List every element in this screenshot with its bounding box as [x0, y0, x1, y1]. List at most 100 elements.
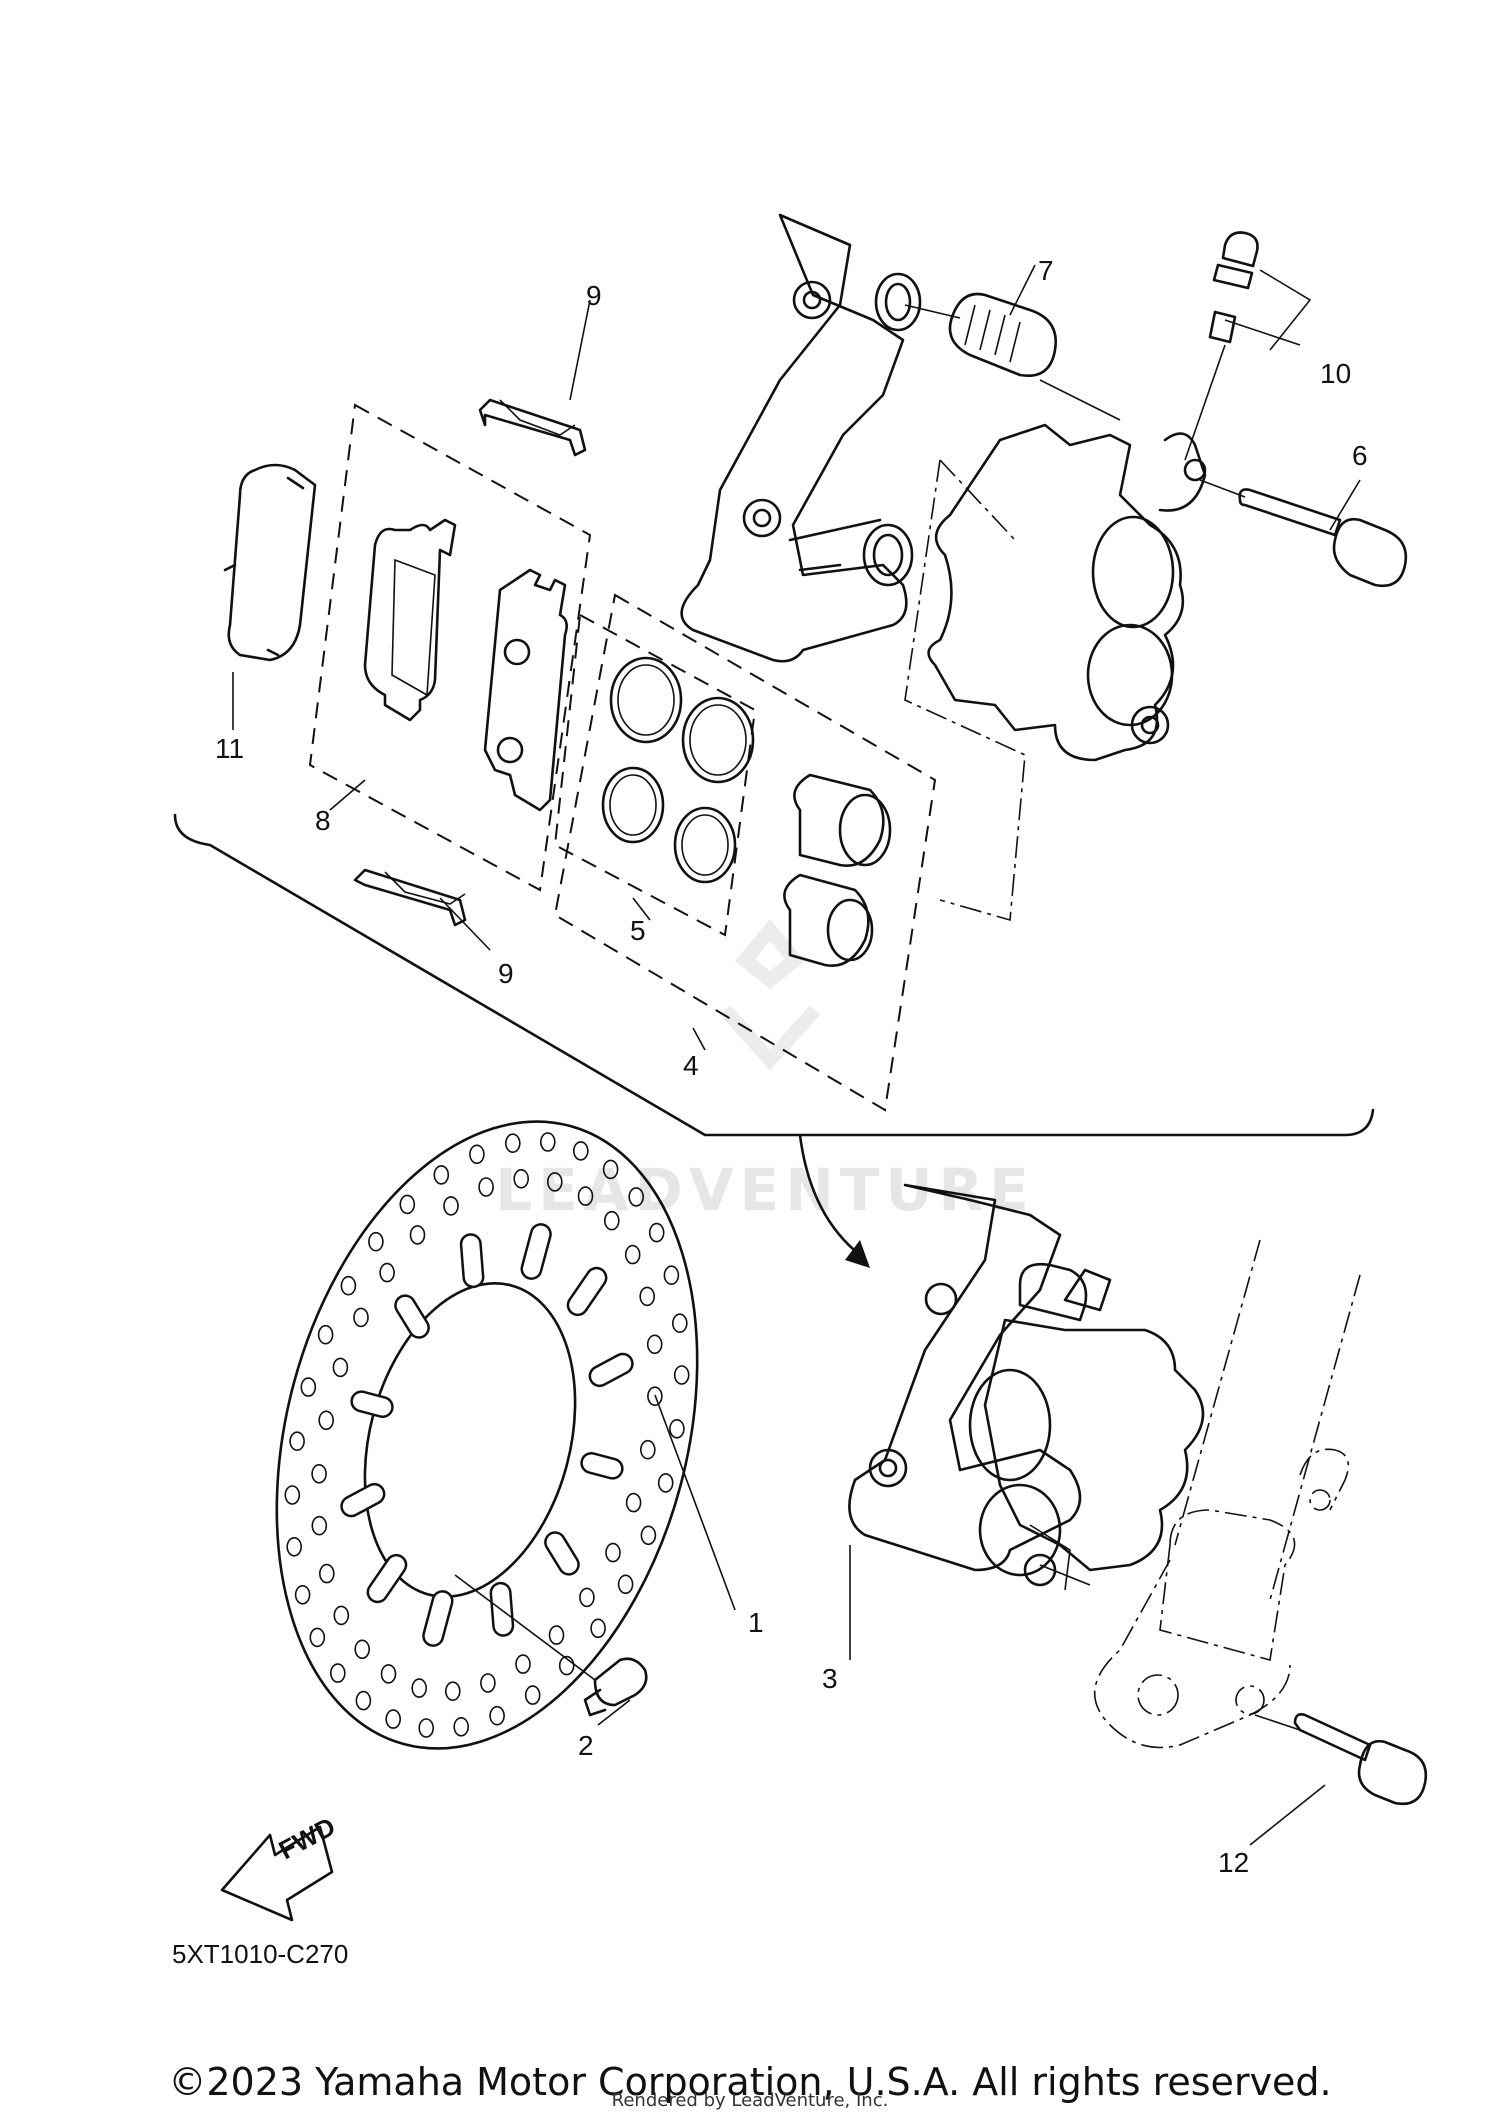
disc-hole [318, 1410, 335, 1431]
disc-hole [318, 1563, 335, 1584]
disc-hole [579, 1587, 595, 1608]
diagram-code: 5XT1010-C270 [172, 1939, 348, 1969]
assembly-line-7 [1039, 379, 1121, 421]
brake-disc-1 [275, 1120, 699, 1750]
callout-10: 10 [1320, 358, 1351, 389]
disc-slot-inner [462, 1235, 482, 1286]
callout-9-upper: 9 [586, 280, 602, 311]
disc-slot-inner [369, 1556, 405, 1601]
callout-8: 8 [315, 805, 331, 836]
disc-hole [380, 1664, 397, 1684]
callout-11: 11 [215, 733, 244, 764]
disc-hole [515, 1654, 531, 1674]
disc-hole [478, 1177, 494, 1197]
disc-hole [639, 1286, 656, 1307]
callout-3: 3 [822, 1663, 838, 1694]
callout-labels: 1 2 3 4 5 6 7 8 9 9 10 11 12 [215, 255, 1368, 1878]
callout-5: 5 [630, 915, 646, 946]
disc-hole [311, 1464, 327, 1484]
disc-hole [444, 1681, 461, 1701]
fwd-label: FWD [274, 1811, 340, 1865]
pad-retainer-9-upper [478, 398, 587, 457]
disc-hole [628, 1187, 645, 1207]
disc-hole [469, 1144, 485, 1165]
disc-hole [590, 1618, 606, 1639]
disc-hole [289, 1431, 305, 1451]
callout-9-lower: 9 [498, 958, 514, 989]
copyright-notice: ©2023 Yamaha Motor Corporation, U.S.A. A… [168, 2060, 1332, 2104]
disc-bolt-2 [454, 1574, 648, 1717]
disc-hole [572, 1141, 589, 1161]
disc-hole [646, 1334, 663, 1355]
callout-6: 6 [1352, 440, 1368, 471]
disc-slot-inner [591, 1355, 632, 1385]
disc-slot-inner [342, 1485, 383, 1515]
disc-hole [548, 1625, 565, 1645]
watermark-text: LEADVENTURE [495, 1156, 1035, 1224]
callout-leaders [232, 264, 1361, 1846]
disc-hole [332, 1357, 349, 1378]
seal-kit-box-5 [553, 613, 757, 937]
disc-hole [639, 1439, 656, 1460]
bleed-screw-10 [1184, 231, 1259, 461]
disc-hole [625, 1492, 642, 1513]
disc-hole [294, 1585, 311, 1605]
disc-hole [539, 1132, 556, 1152]
disc-hole [333, 1605, 350, 1626]
pad-retainer-9-lower [353, 868, 467, 927]
piston-seals-5 [601, 656, 755, 884]
disc-hole [329, 1663, 346, 1683]
pistons [783, 773, 892, 968]
caliper-assembly-3 [848, 1183, 1205, 1591]
disc-hole [409, 1225, 426, 1245]
disc-hole [379, 1262, 395, 1283]
disc-hole [577, 1186, 594, 1206]
disc-hole [418, 1718, 435, 1738]
caliper-body-upper [927, 423, 1207, 762]
disc-hole [300, 1377, 317, 1397]
callout-7: 7 [1038, 255, 1054, 286]
brake-pad-a [363, 518, 457, 722]
disc-hole [648, 1222, 665, 1243]
disc-hole [353, 1307, 369, 1328]
disc-hole [354, 1639, 371, 1660]
disc-hole [399, 1194, 416, 1215]
pad-spring-11 [223, 463, 317, 662]
pad-group-box-8 [308, 403, 592, 892]
disc-hole [284, 1485, 301, 1505]
disc-hole [385, 1709, 402, 1729]
callout-4: 4 [683, 1050, 699, 1081]
callout-1: 1 [748, 1607, 764, 1638]
disc-hole [546, 1172, 563, 1192]
assembly-guide-lines [904, 459, 1026, 922]
disc-hole [524, 1685, 541, 1705]
bracket-arrow-head [845, 1240, 870, 1268]
disc-hole [617, 1574, 634, 1595]
disc-hole [669, 1419, 685, 1439]
disc-hole [647, 1386, 663, 1406]
disc-slot-inner [582, 1454, 622, 1478]
disc-hole [603, 1210, 620, 1231]
disc-hole [673, 1365, 690, 1385]
disc-hole [355, 1690, 372, 1711]
disc-hole [504, 1133, 521, 1153]
brake-pad-b [483, 568, 568, 812]
fwd-arrow-icon: FWD [220, 1811, 340, 1922]
front-fork-leg [1039, 1239, 1361, 1749]
caliper-bracket-upper [680, 213, 922, 663]
disc-slot-inner [569, 1269, 605, 1314]
bolt-6 [1199, 479, 1408, 588]
disc-hole [663, 1265, 680, 1285]
disc-hole [411, 1678, 428, 1698]
disc-hole [558, 1655, 575, 1676]
disc-hole [286, 1537, 303, 1557]
disc-slot-inner [523, 1225, 550, 1278]
rendered-by-notice: Rendered by LeadVenture, Inc. [611, 2090, 889, 2111]
disc-hole [480, 1673, 496, 1693]
disc-hole [311, 1515, 328, 1536]
piston-kit-box-4 [553, 593, 937, 1112]
disc-hole [489, 1705, 505, 1726]
group-bracket [173, 813, 1375, 1137]
disc-hole [309, 1627, 326, 1648]
